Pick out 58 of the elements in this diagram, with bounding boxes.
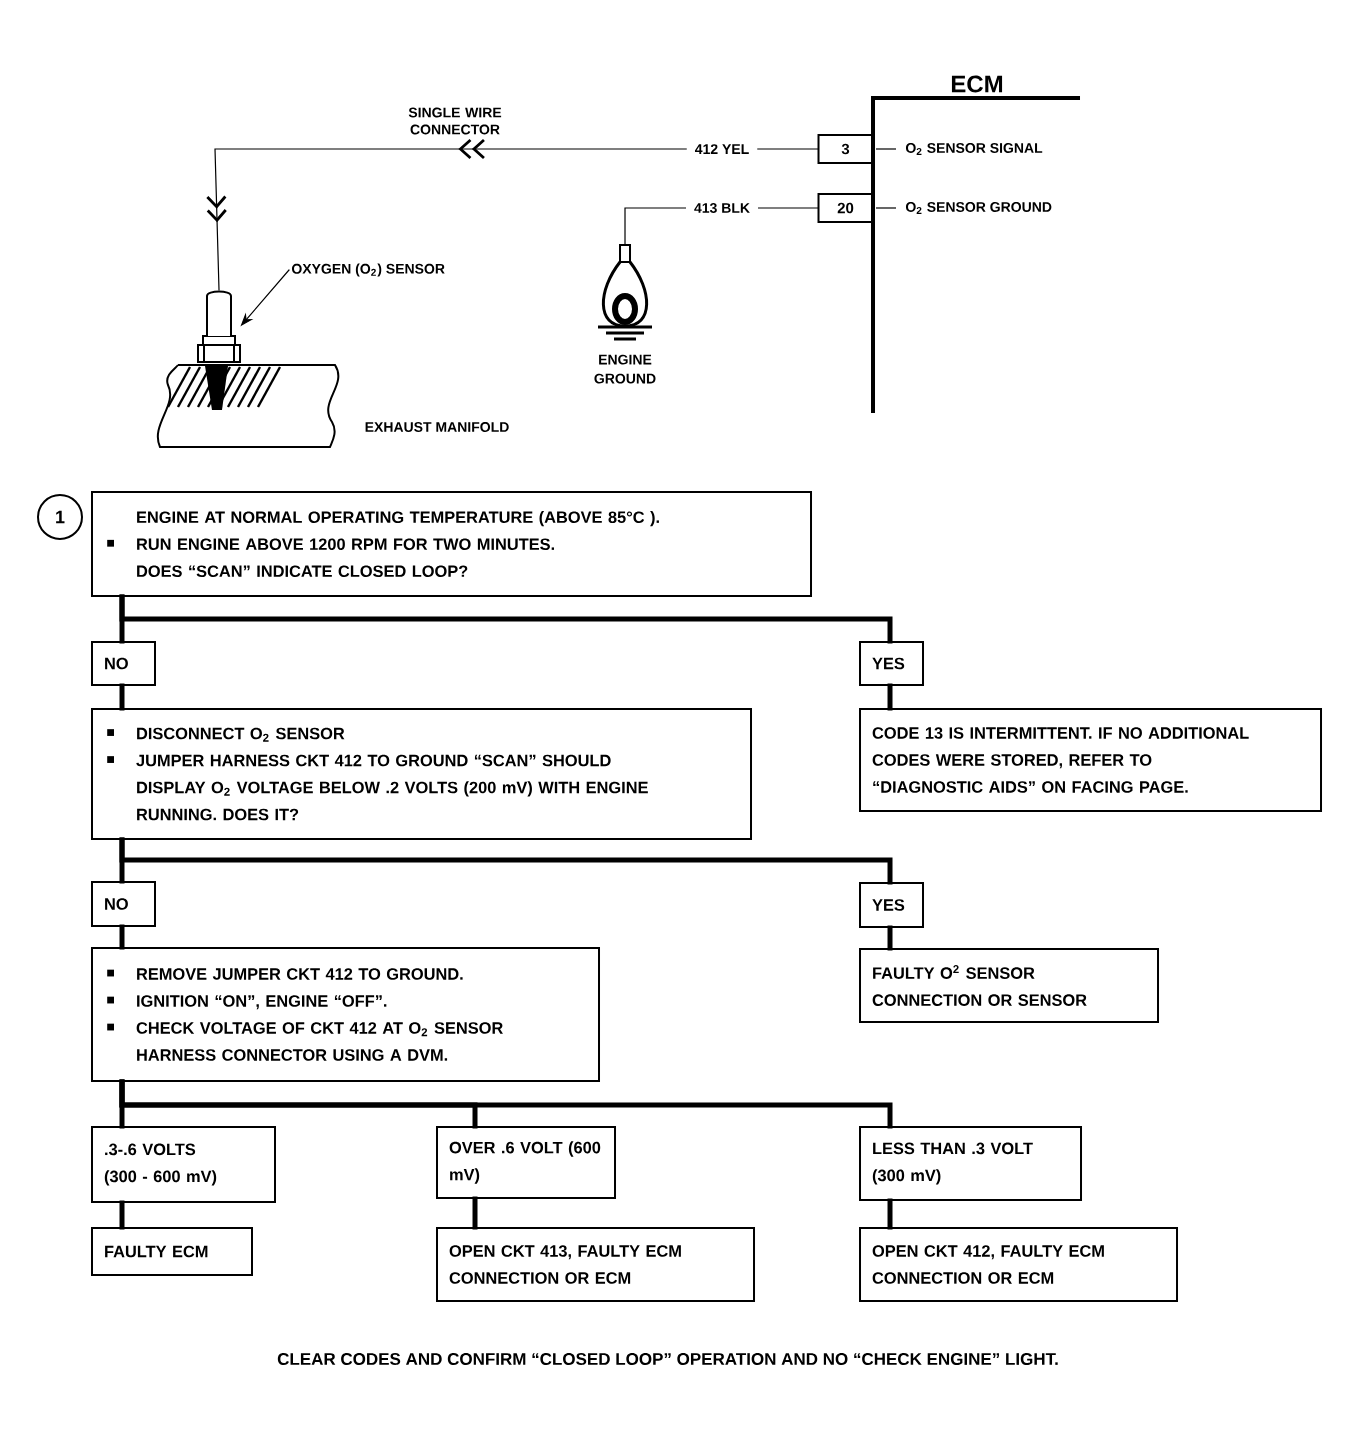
flow-line [119,924,125,950]
part-label: EXHAUST MANIFOLD [365,422,509,432]
step-box [91,947,600,1082]
step-box [859,1126,1082,1201]
answer-box [859,882,924,928]
step-text: OPEN CKT 412, FAULTY ECM CONNECTION OR ECM [872,1245,1104,1284]
step-text: NO [105,657,128,670]
pin-label: O$_{2}$ SENSOR SIGNAL [906,143,1043,155]
step-box [91,1126,276,1203]
wire [206,138,819,291]
flow-line [119,683,125,711]
step-box [859,1227,1178,1302]
step-text: REMOVE JUMPER CKT 412 TO GROUND. [137,968,463,980]
answer-box [91,881,156,927]
step-text: FAULTY O$^{2}$ SENSOR CONNECTION OR SENSOR [872,965,1087,1006]
step-text: IGNITION “ON”, ENGINE “OFF”. [137,995,387,1010]
flow-line [119,1200,125,1230]
step-text: RUN ENGINE ABOVE 1200 RPM FOR TWO MINUTES. DOES “SCAN” INDICATE CLOSED LOOP? [137,538,554,577]
step-box [436,1227,755,1302]
step-text: JUMPER HARNESS CKT 412 TO GROUND “SCAN” SHOULD DISPLAY O$_{2}$ VOLTAGE BELOW .2 VOLTS (200 mV) WITH ENGINE RUNNING. DOES IT? [136,754,648,821]
pin-box: 20 [817,193,874,223]
flow-line [119,1079,893,1129]
flow-line [887,1198,893,1230]
step-number: 1 [37,494,83,540]
step-text: OPEN CKT 413, FAULTY ECM CONNECTION OR ECM [449,1245,681,1284]
step-text: YES [872,899,905,911]
step-text: DISCONNECT O$_{2}$ SENSOR [137,727,345,742]
step-box [91,491,812,597]
callout-text: OXYGEN (O$_{2}$) SENSOR [291,263,445,277]
note-text: SINGLE WIRE CONNECTOR [408,107,502,135]
pin-label: O$_{2}$ SENSOR GROUND [906,202,1052,214]
step-text: CODE 13 IS INTERMITTENT. IF NO ADDITIONAL CODES WERE STORED, REFER TO “DIAGNOSTIC AIDS” ON FACING PAGE. [872,727,1249,793]
step-text: FAULTY ECM [105,1245,208,1258]
step-text: NO [105,898,128,910]
step-text: YES [872,657,905,670]
step-text: .3-.6 VOLTS (300 - 600 mV) [104,1143,217,1186]
step-box [91,708,752,840]
sensor-drawing [197,290,241,363]
step-box [859,708,1322,812]
wire-label: 412 YEL [686,142,758,156]
flow-line [887,683,893,711]
step-text: ENGINE AT NORMAL OPERATING TEMPERATURE (ABOVE 85°C ). [137,511,659,527]
flow-line [119,837,893,885]
answer-box [91,641,156,686]
step-box [436,1126,616,1199]
ground-label: ENGINE GROUND [594,354,656,384]
step-text: CHECK VOLTAGE OF CKT 412 AT O$_{2}$ SENSOR HARNESS CONNECTOR USING A DVM. [136,1022,503,1061]
note-text: CLEAR CODES AND CONFIRM “CLOSED LOOP” OPERATION AND NO “CHECK ENGINE” LIGHT. [277,1353,1058,1365]
flow-line [472,1196,478,1230]
step-text: OVER .6 VOLT (600 mV) [449,1141,601,1184]
step-text: LESS THAN .3 VOLT (300 mV) [872,1142,1033,1185]
pin-box: 3 [817,134,874,164]
wire-label: 413 BLK [686,201,758,215]
answer-box [859,641,924,686]
step-box [91,1227,253,1276]
step-box [859,948,1159,1023]
flow-line [887,925,893,951]
flow-line [119,594,893,644]
